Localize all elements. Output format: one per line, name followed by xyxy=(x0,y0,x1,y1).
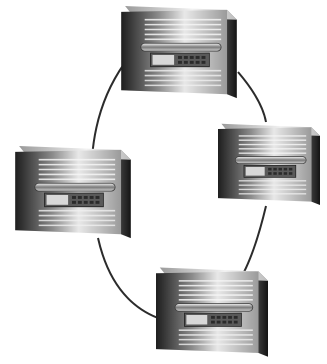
link-bottom-left xyxy=(97,237,159,319)
link-right-bottom xyxy=(243,205,267,273)
top-server-appliance-icon xyxy=(120,6,238,99)
link-top-right xyxy=(237,71,267,123)
link-left-top xyxy=(91,63,125,159)
right-server-appliance-icon xyxy=(218,122,320,206)
ring-links xyxy=(91,63,267,319)
bottom-server-appliance-icon xyxy=(156,266,268,358)
left-server-appliance-icon xyxy=(14,146,132,239)
ring-nodes xyxy=(14,6,320,358)
